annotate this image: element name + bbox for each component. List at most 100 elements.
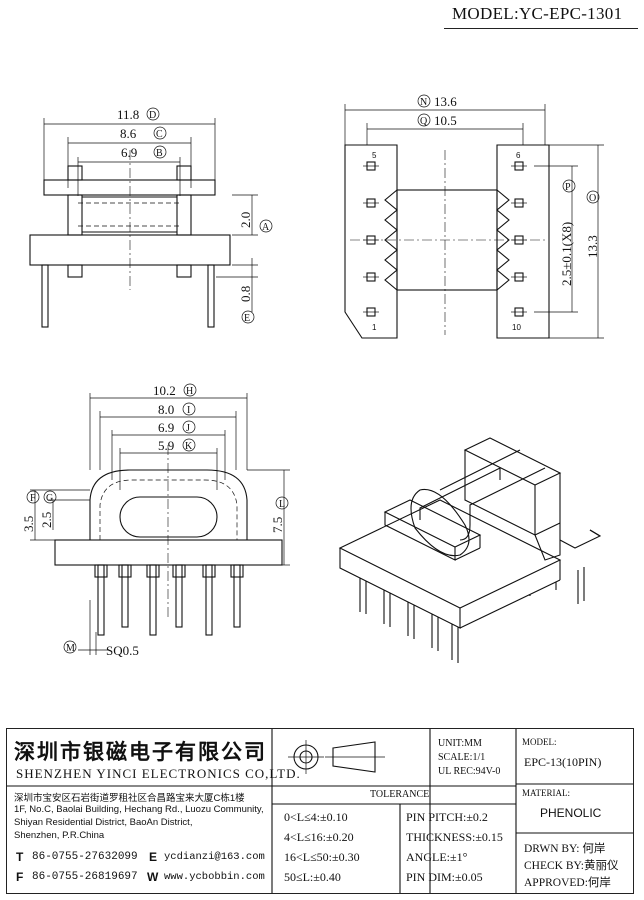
label-circle-c [153, 126, 167, 140]
bottom-pins [94, 564, 244, 636]
material-value: PHENOLIC [540, 806, 602, 820]
label-circle-b [153, 145, 167, 159]
model-title: MODEL:YC-EPC-1301 [452, 4, 623, 23]
pin-collar [172, 564, 186, 578]
pin-label-6: 6 [516, 151, 521, 160]
label-p: P [565, 182, 571, 193]
pin-label-1: 1 [372, 323, 377, 332]
dim-6-9-b: 6.9 [158, 420, 174, 435]
dim-10-5: 10.5 [434, 113, 457, 128]
bottom-pin [175, 564, 183, 628]
label-m: M [66, 643, 75, 654]
pin-collar [94, 564, 108, 578]
title-block-lines [6, 728, 634, 894]
dim-0-8: 0.8 [238, 286, 253, 302]
label-circle-p [562, 179, 576, 193]
email-value: ycdianzi@163.com [164, 851, 265, 863]
pin-label-5: 5 [372, 151, 377, 160]
label-c: C [156, 129, 163, 140]
angle: ANGLE:±1° [406, 850, 468, 864]
tolerance-2: 4<L≤16:±0.20 [284, 830, 354, 844]
pin-dim: PIN DIM:±0.05 [406, 870, 483, 884]
label-circle-a [259, 219, 273, 233]
label-circle-k [182, 438, 196, 452]
dim-2-5: 2.5 [39, 512, 54, 528]
label-circle-n [417, 94, 431, 108]
pin-collar [146, 564, 160, 578]
top-right-view [344, 104, 604, 339]
tel-label: T [16, 850, 24, 864]
company-name-cn: 深圳市银磁电子有限公司 [14, 740, 267, 764]
label-a: A [262, 222, 270, 233]
model-label: MODEL: [522, 737, 557, 747]
dim-2-0: 2.0 [238, 212, 253, 228]
label-circle-e [241, 310, 255, 324]
label-g: G [46, 493, 53, 504]
title-block [6, 728, 634, 894]
address-en-3: Shenzhen, P.R.China [14, 830, 105, 841]
drawn-by: DRWN BY: 何岸 [524, 843, 606, 855]
thickness: THICKNESS:±0.15 [406, 830, 503, 844]
tolerance-1: 0<L≤4:±0.10 [284, 810, 348, 824]
label-j: J [186, 423, 190, 434]
pin-collar [202, 564, 216, 578]
top-left-view [29, 118, 258, 328]
bottom-pin [97, 564, 105, 636]
dim-5-9: 5.9 [158, 438, 174, 453]
web-label: W [147, 870, 159, 884]
label-circle-d [146, 107, 160, 121]
dim-3-5: 3.5 [21, 516, 36, 532]
label-n: N [420, 97, 427, 108]
dim-11-8: 11.8 [117, 107, 139, 122]
pin-collar [118, 564, 132, 578]
tolerance-3: 16<L≤50:±0.30 [284, 850, 360, 864]
company-name-en: SHENZHEN YINCI ELECTRONICS CO,LTD. [16, 766, 301, 781]
label-circle-g [43, 490, 57, 504]
check-by: CHECK BY:黄丽仪 [524, 860, 619, 872]
label-circle-h [183, 383, 197, 397]
email-label: E [149, 850, 158, 864]
dim-10-2: 10.2 [153, 383, 176, 398]
pin-label-10: 10 [512, 323, 521, 332]
pin-marks [363, 161, 527, 317]
unit: UNIT:MM [438, 738, 482, 749]
bottom-pin [121, 564, 129, 628]
label-o: O [589, 193, 596, 204]
dim-6-9: 6.9 [121, 145, 137, 160]
ul-rec: UL REC:94V-0 [438, 766, 501, 777]
approved-by: APPROVED:何岸 [524, 877, 611, 889]
bottom-pin [233, 564, 241, 628]
tolerance-4: 50≤L:±0.40 [284, 870, 341, 884]
label-k: K [185, 441, 193, 452]
fax-value: 86-0755-26819697 [32, 871, 138, 883]
label-h: H [186, 386, 193, 397]
label-e: E [244, 313, 250, 324]
dim-13-3: 13.3 [585, 235, 600, 258]
address-en-1: 1F, No.C, Baolai Building, Hechang Rd., … [14, 804, 264, 815]
label-i: I [187, 405, 190, 416]
isometric-view [338, 437, 602, 663]
tel-value: 86-0755-27632099 [32, 851, 138, 863]
fax-label: F [16, 870, 24, 884]
dim-sq0-5: SQ0.5 [106, 643, 139, 658]
bottom-pin [205, 564, 213, 636]
model-value: EPC-13(10PIN) [524, 755, 602, 769]
pin-pitch: PIN PITCH:±0.2 [406, 810, 488, 824]
tolerance-title: TOLERANCE [370, 789, 430, 800]
label-f: F [30, 493, 36, 504]
bottom-left-view [30, 393, 290, 655]
label-b: B [156, 148, 163, 159]
label-circle-q [417, 113, 431, 127]
bottom-pin [149, 564, 157, 636]
label-circle-l [275, 496, 289, 510]
dim-8-6: 8.6 [120, 126, 137, 141]
web-value: www.ycbobbin.com [164, 871, 265, 883]
label-l: L [279, 499, 285, 510]
dim-8-0: 8.0 [158, 402, 174, 417]
label-circle-i [182, 402, 196, 416]
label-circle-f [26, 490, 40, 504]
address-cn: 深圳市宝安区石岩街道罗租社区合昌路宝来大厦C栋1楼 [14, 793, 245, 804]
dim-7-5: 7.5 [270, 517, 285, 533]
pin-collar [230, 564, 244, 578]
